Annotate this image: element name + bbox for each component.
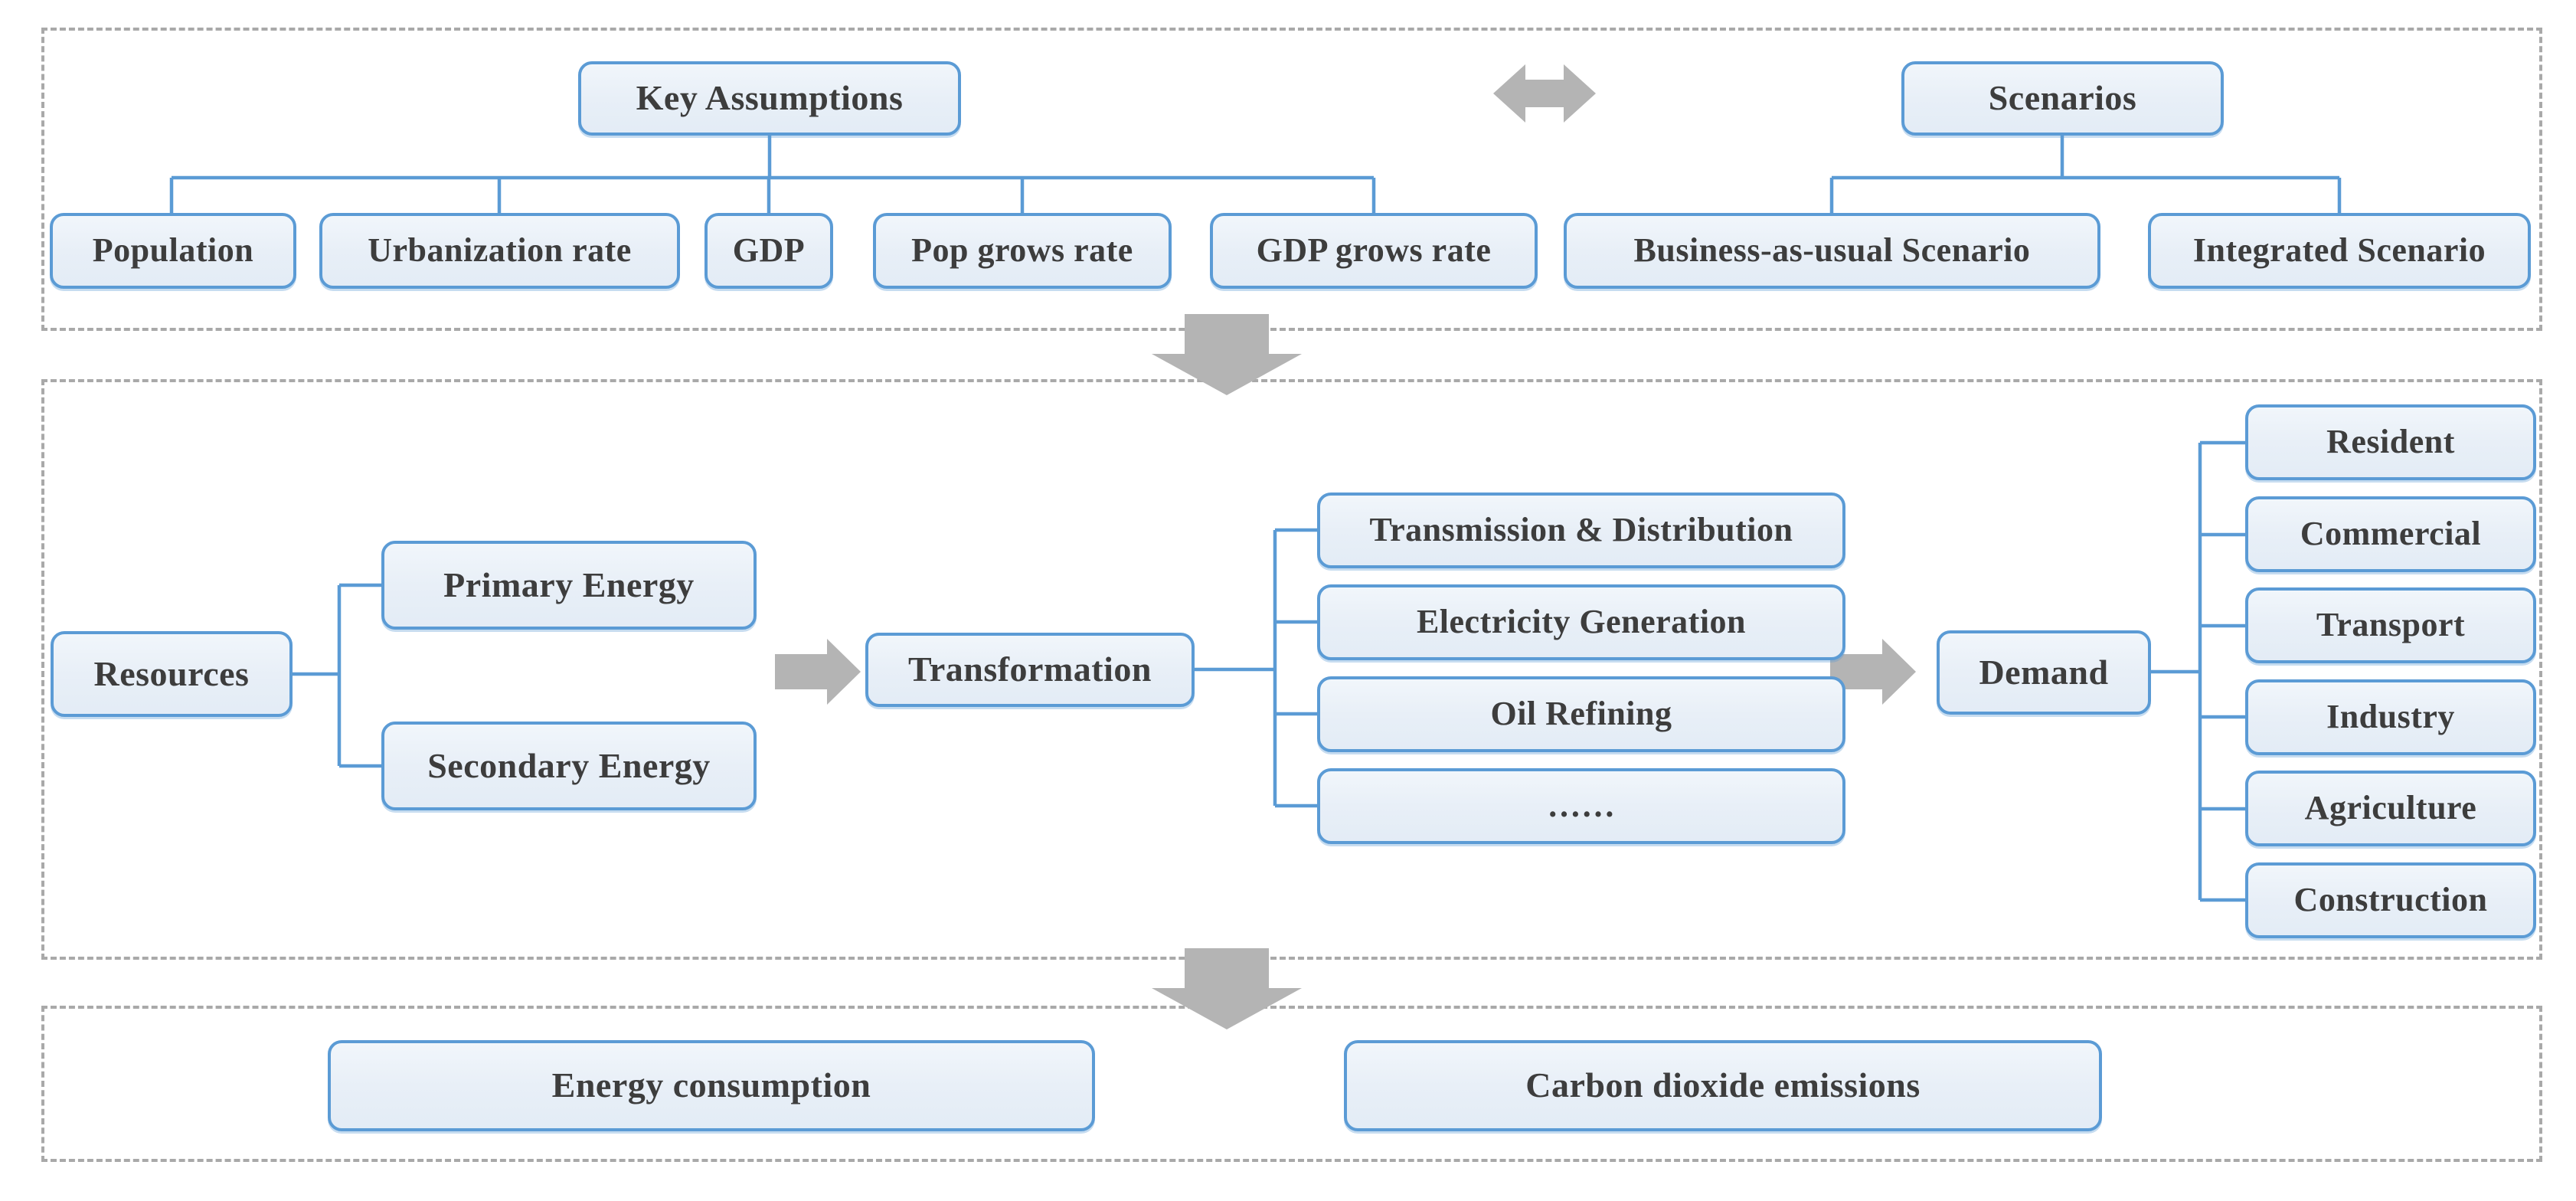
box-integrated-scenario: Integrated Scenario	[2148, 213, 2531, 289]
box-secondary-energy: Secondary Energy	[381, 722, 757, 810]
box-transport: Transport	[2245, 587, 2536, 663]
box-demand: Demand	[1937, 630, 2151, 715]
box-key-assumptions: Key Assumptions	[578, 61, 961, 136]
box-gdp-grows-rate: GDP grows rate	[1210, 213, 1538, 289]
box-transmission-distribution: Transmission & Distribution	[1317, 493, 1845, 568]
box-pop-grows-rate: Pop grows rate	[873, 213, 1172, 289]
box-commercial: Commercial	[2245, 496, 2536, 572]
box-industry: Industry	[2245, 679, 2536, 755]
box-gdp: GDP	[704, 213, 833, 289]
section-energy-flow	[41, 379, 2542, 960]
box-business-as-usual-scenario: Business-as-usual Scenario	[1564, 213, 2100, 289]
box-oil-refining: Oil Refining	[1317, 676, 1845, 752]
box-resident: Resident	[2245, 404, 2536, 480]
box-carbon-dioxide-emissions: Carbon dioxide emissions	[1344, 1040, 2102, 1131]
box-energy-consumption: Energy consumption	[328, 1040, 1095, 1131]
box-construction: Construction	[2245, 862, 2536, 938]
box-population: Population	[50, 213, 296, 289]
box-urbanization-rate: Urbanization rate	[319, 213, 680, 289]
box-resources: Resources	[51, 631, 293, 717]
box-electricity-generation: Electricity Generation	[1317, 584, 1845, 660]
box-primary-energy: Primary Energy	[381, 541, 757, 630]
box-scenarios: Scenarios	[1901, 61, 2224, 136]
box-transformation-ellipsis: ……	[1317, 768, 1845, 844]
box-transformation: Transformation	[865, 633, 1195, 707]
box-agriculture: Agriculture	[2245, 771, 2536, 846]
